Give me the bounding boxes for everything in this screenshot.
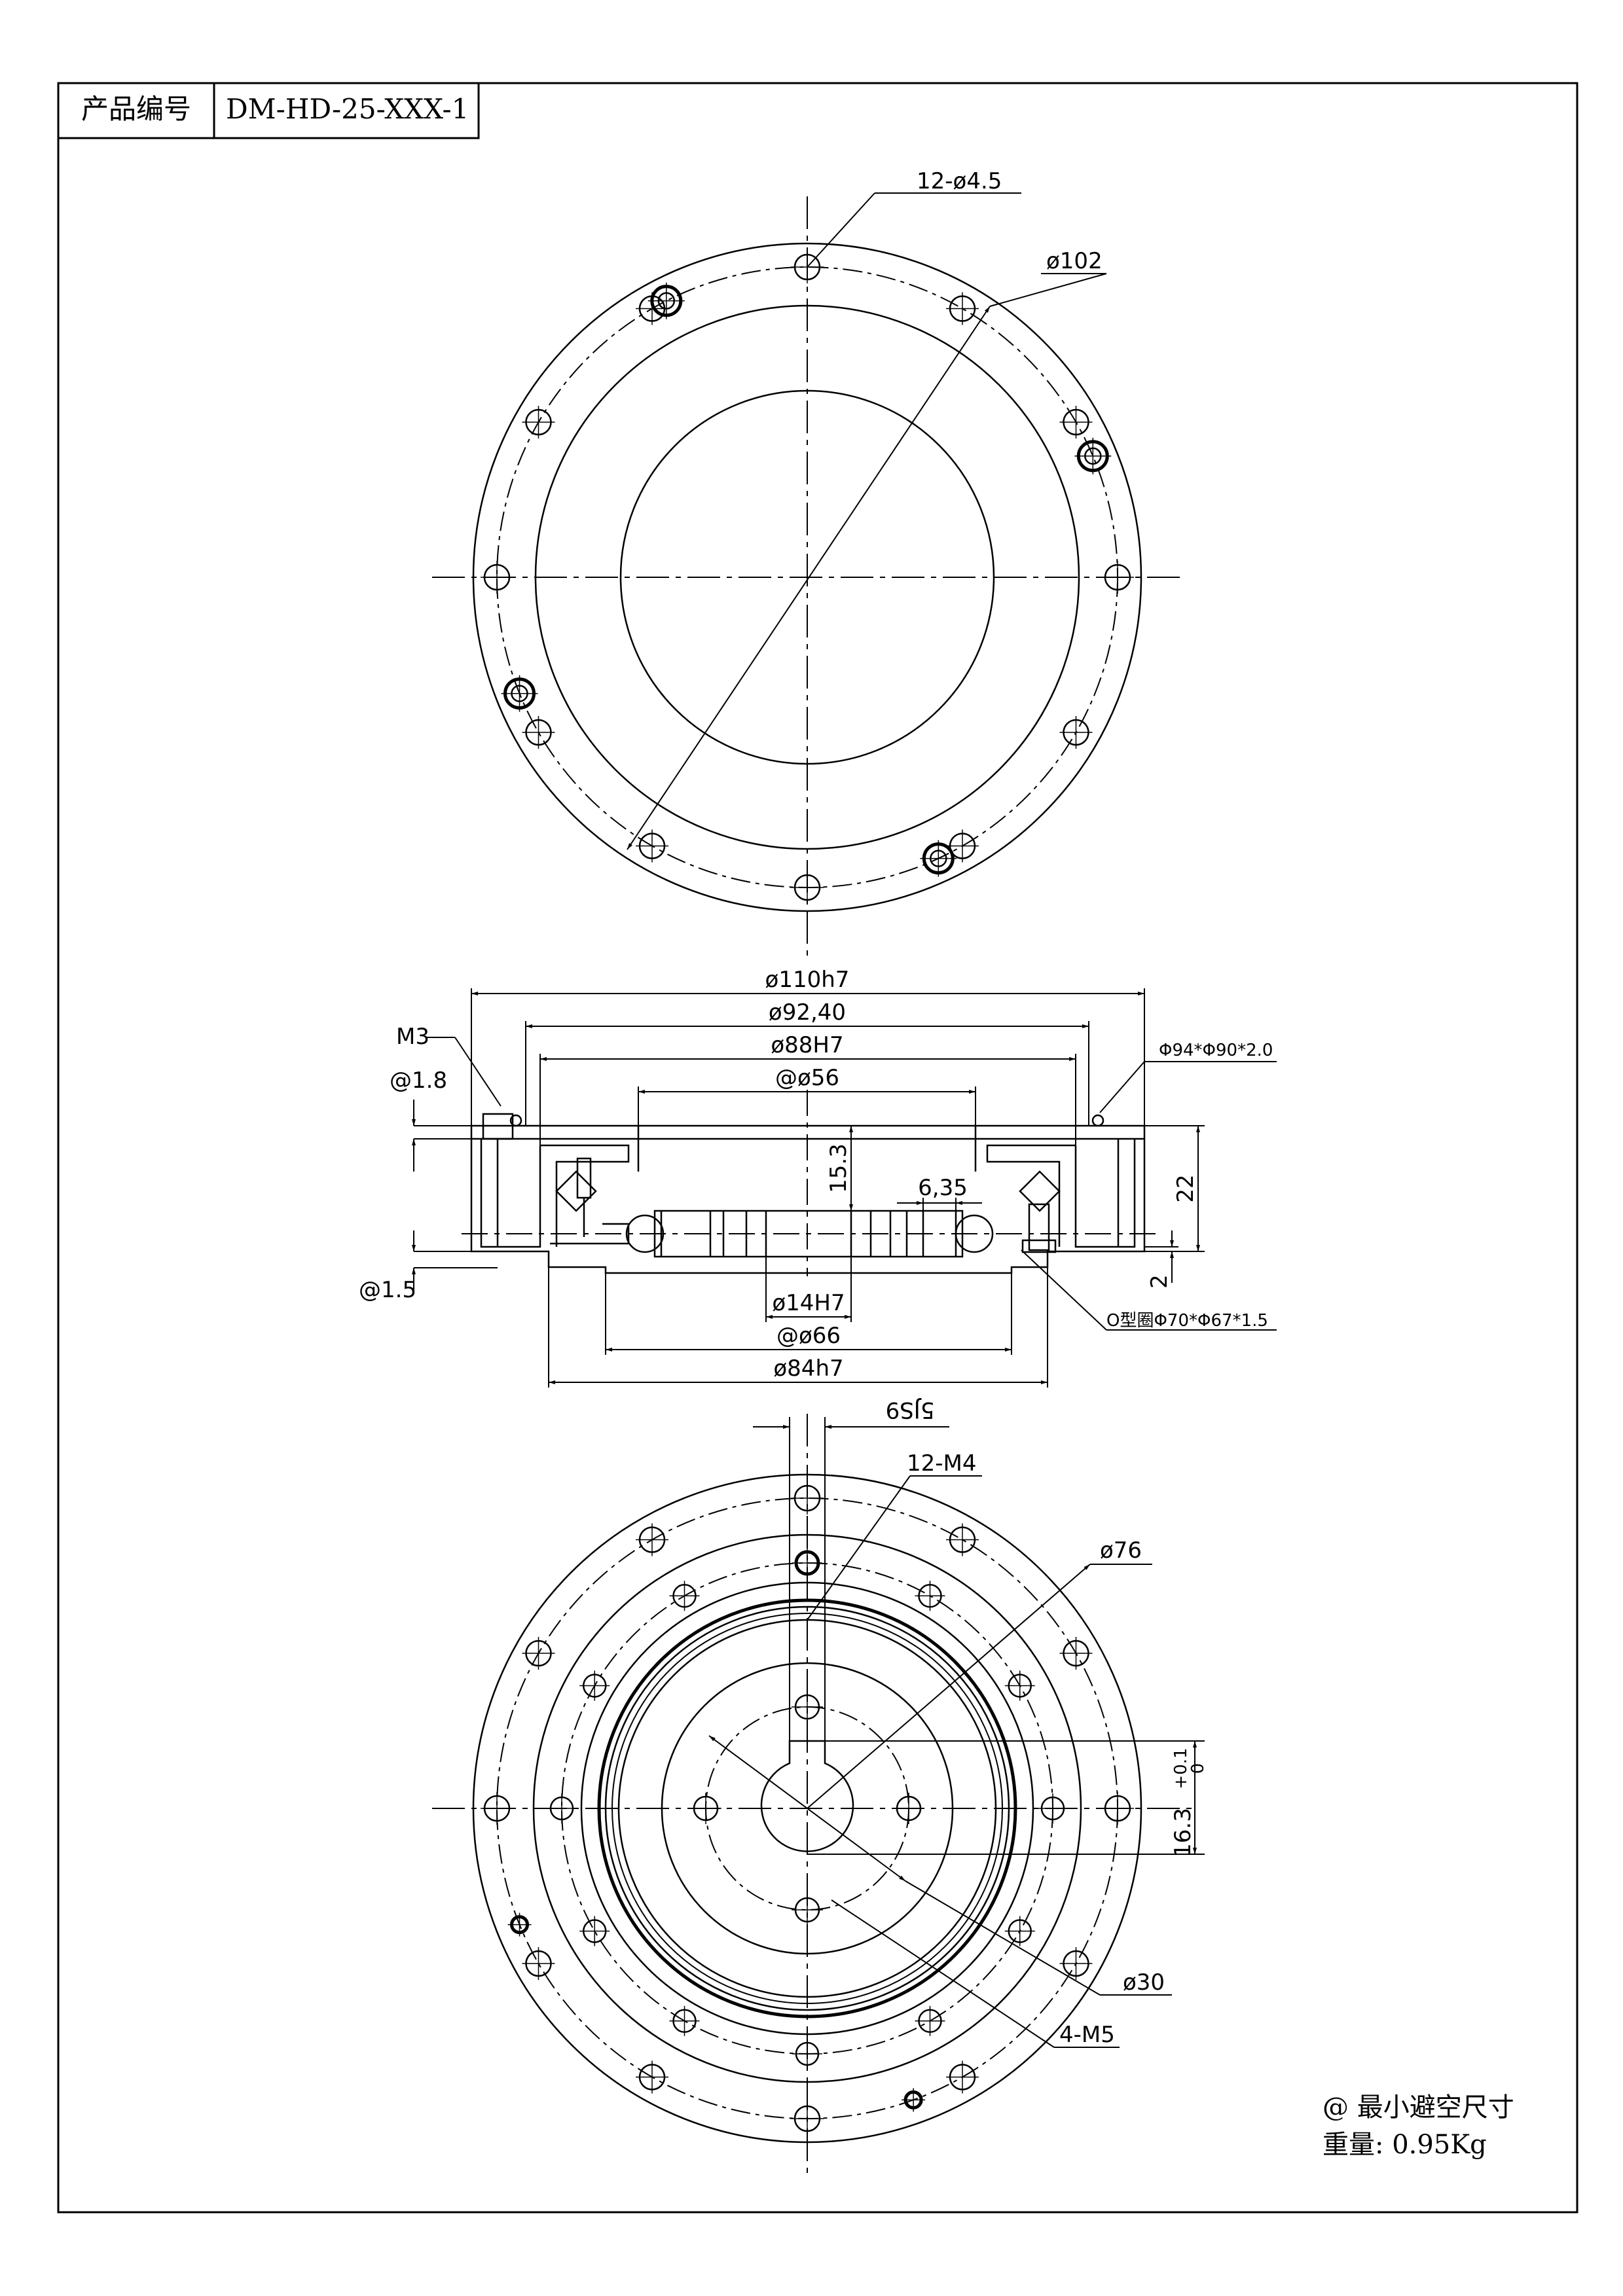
dim-12-holes: 12-ø4.5 [917, 168, 1002, 194]
bottom-holes [481, 1482, 1134, 2135]
dim-12-m4: 12-M4 [907, 1450, 977, 1477]
bolt-hole [1084, 447, 1102, 465]
dim-h22: 22 [1173, 1174, 1199, 1202]
dim-m3: M3 [396, 1024, 429, 1050]
drawing-border [57, 82, 1578, 2214]
dim-key: 5JS9 [886, 1397, 935, 1423]
dim-d56: @ø56 [775, 1065, 839, 1091]
dim-oring-bottom: O型圈Φ70*Φ67*1.5 [1106, 1311, 1268, 1331]
dim-d76: ø76 [1100, 1537, 1142, 1564]
title-block: 产品编号 DM-HD-25-XXX-1 [57, 82, 480, 139]
bolt-hole [511, 685, 528, 702]
dim-h2: 2 [1146, 1274, 1173, 1289]
dim-4-m5: 4-M5 [1059, 2022, 1115, 2048]
note-min-clearance: @ 最小避空尺寸 [1322, 2092, 1514, 2123]
dim-oring-top: Φ94*Φ90*2.0 [1159, 1041, 1273, 1060]
dim-d84: ø84h7 [773, 1355, 843, 1382]
dim-clearance-top: @1.8 [390, 1067, 447, 1094]
note-weight: 重量: 0.95Kg [1322, 2130, 1487, 2160]
dim-d30: ø30 [1123, 1969, 1165, 1996]
dim-d66: @ø66 [776, 1323, 841, 1349]
dim-d102: ø102 [1046, 248, 1103, 274]
top-view [432, 192, 1185, 956]
dim-h15: 15.3 [826, 1143, 852, 1193]
product-number-value: DM-HD-25-XXX-1 [226, 93, 469, 125]
bottom-view [432, 1414, 1205, 2179]
dim-tol-plus: +0.1 [1171, 1748, 1191, 1789]
dim-clearance-bottom: @1.5 [359, 1277, 416, 1303]
dim-w635: 6,35 [918, 1175, 968, 1201]
bolt-hole [930, 850, 947, 867]
section-view [412, 988, 1277, 1388]
dim-d88: ø88H7 [771, 1032, 843, 1058]
dim-tol-zero: 0 [1188, 1763, 1208, 1774]
product-number-label: 产品编号 [81, 93, 191, 125]
dim-shaft-16: 16.3 [1170, 1808, 1196, 1857]
dim-d92: ø92,40 [769, 999, 846, 1026]
dim-d14: ø14H7 [772, 1290, 845, 1316]
dim-d110: ø110h7 [765, 967, 850, 993]
